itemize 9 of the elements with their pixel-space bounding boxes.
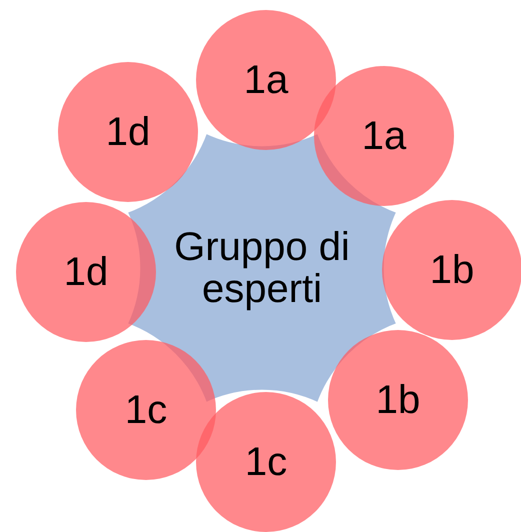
node-label: 1d	[104, 111, 152, 153]
node-label: 1d	[62, 251, 110, 293]
node-label: 1c	[244, 441, 288, 483]
node-label: 1a	[360, 115, 408, 157]
node-label: 1c	[124, 389, 168, 431]
node-label: Gruppo di esperti	[173, 226, 351, 310]
node-label: 1b	[428, 249, 476, 291]
node-label: 1b	[374, 379, 422, 421]
node-label: 1a	[242, 59, 290, 101]
